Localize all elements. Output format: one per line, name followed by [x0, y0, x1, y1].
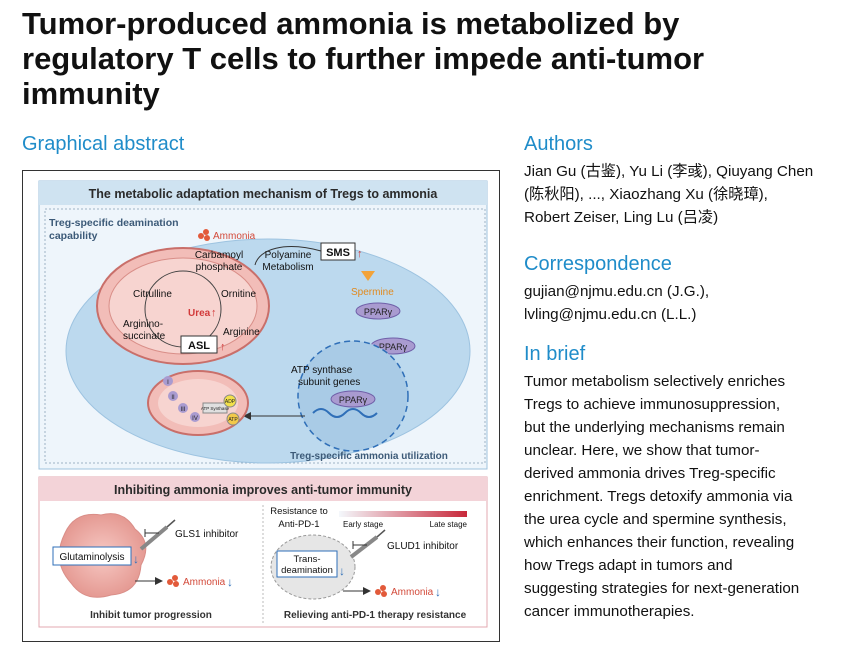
authors-list: Jian Gu (古鉴), Yu Li (李彧), Qiuyang Chen (…	[524, 160, 844, 229]
title-line: Tumor-produced ammonia is metabolized by	[22, 6, 680, 41]
ammonia-label: Ammonia	[183, 577, 226, 588]
early-stage-label: Early stage	[343, 520, 384, 529]
top-banner	[39, 181, 487, 205]
in-brief-line: cancer immunotherapies.	[524, 603, 695, 620]
complex-ii-label: II	[171, 395, 175, 401]
urea-label: Urea	[188, 308, 211, 319]
authors-line: (陈秋阳), ..., Xiaozhang Xu (徐晓璋),	[524, 186, 768, 203]
in-brief-line: Tumor metabolism selectively enriches	[524, 373, 786, 390]
top-banner-text: The metabolic adaptation mechanism of Tr…	[89, 187, 439, 201]
atp-synthase-complex-label: ATP Synthase	[201, 406, 230, 411]
citrulline-label: Citrulline	[133, 289, 172, 300]
atp-synthase-label: subunit genes	[298, 377, 360, 388]
asl-label: ASL	[188, 340, 210, 352]
transdeamination-label: Trans-	[293, 554, 320, 565]
glutaminolysis-label: Glutaminolysis	[59, 552, 124, 563]
ppar-label: PPARγ	[339, 395, 368, 405]
in-brief-line: Tregs to achieve immunosuppression,	[524, 396, 781, 413]
glud1-inhibitor-label: GLUD1 inhibitor	[387, 541, 459, 552]
blue-down-arrow-icon: ↓	[435, 585, 441, 599]
transdeamination-label: deamination	[281, 565, 333, 576]
utilization-label: Treg-specific ammonia utilization	[290, 451, 448, 462]
deamination-label: capability	[49, 230, 98, 242]
ornitine-label: Ornitine	[221, 289, 256, 300]
late-stage-label: Late stage	[430, 520, 468, 529]
ppar-receptor	[355, 302, 401, 320]
polyamine-label: Polyamine	[265, 250, 312, 261]
in-brief-line: the urea cycle and spermine synthesis,	[524, 511, 787, 528]
authors-line: Jian Gu (古鉴), Yu Li (李彧), Qiuyang Chen	[524, 163, 814, 180]
blue-down-arrow-icon: ↓	[339, 564, 345, 578]
ammonia-icon	[375, 589, 381, 595]
graphical-abstract-heading: Graphical abstract	[22, 133, 185, 155]
atp-synthase-label: ATP synthase	[291, 365, 353, 376]
red-up-arrow-icon: ↑	[220, 341, 226, 353]
authors-line: Robert Zeiser, Ling Lu (吕凌)	[524, 209, 719, 226]
correspondence-emails: gujian@njmu.edu.cn (J.G.), lvling@njmu.e…	[524, 280, 844, 326]
complex-i-label: I	[167, 380, 169, 386]
stage-gradient-bar	[339, 511, 467, 517]
in-brief-line: unclear. Here, we show that tumor-	[524, 442, 760, 459]
in-brief-text: Tumor metabolism selectively enriches Tr…	[524, 370, 844, 623]
ppar-label: PPARγ	[364, 307, 393, 317]
sms-box	[320, 242, 356, 261]
in-brief-line: but the underlying mechanisms remain	[524, 419, 785, 436]
atp-label: ATP	[228, 417, 238, 423]
ammonia-icon	[167, 579, 173, 585]
adp-icon	[223, 394, 237, 408]
gls1-inhibitor-label: GLS1 inhibitor	[175, 529, 239, 540]
blue-down-arrow-icon: ↓	[227, 575, 233, 589]
complex-iv-label: IV	[192, 416, 198, 422]
title-line: immunity	[22, 76, 160, 111]
graphical-abstract-figure: The metabolic adaptation mechanism of Tr…	[22, 170, 500, 642]
complex-iii-label: III	[180, 407, 185, 413]
blue-down-arrow-icon: ↓	[133, 552, 139, 566]
correspondence-heading: Correspondence	[524, 253, 672, 275]
relieving-label: Relieving anti-PD-1 therapy resistance	[284, 610, 467, 621]
paper-title: Tumor-produced ammonia is metabolized by…	[22, 6, 822, 111]
in-brief-line: how Tregs adapt in tumors and	[524, 557, 733, 574]
email-link[interactable]: lvling@njmu.edu.cn (L.L.)	[524, 306, 697, 323]
syringe-icon	[139, 525, 169, 551]
arginino-label: succinate	[123, 331, 166, 342]
ammonia-icon	[198, 233, 204, 239]
arginino-label: Arginino-	[123, 319, 163, 330]
in-brief-line: enrichment. Tregs detoxify ammonia via	[524, 488, 793, 505]
spermine-label: Spermine	[351, 287, 394, 298]
in-brief-heading: In brief	[524, 343, 586, 365]
inhibit-tumor-label: Inhibit tumor progression	[90, 610, 212, 621]
spermine-icon	[361, 271, 375, 281]
title-line: regulatory T cells to further impede ant…	[22, 41, 705, 76]
atp-synthase-complex	[202, 402, 228, 414]
asl-box	[180, 335, 218, 354]
bottom-banner	[39, 477, 487, 501]
in-brief-line: which enhances their function, revealing	[524, 534, 795, 551]
sms-label: SMS	[326, 247, 350, 259]
syringe-icon	[349, 535, 379, 559]
transdeamination-box	[276, 550, 338, 578]
adp-label: ADP	[225, 399, 236, 405]
resistance-label: Resistance to	[270, 506, 328, 517]
glutaminolysis-box	[52, 546, 132, 566]
in-brief-line: derived ammonia drives Treg-specific	[524, 465, 776, 482]
carbamoyl-label: phosphate	[196, 262, 243, 273]
resistance-label: Anti-PD-1	[278, 519, 319, 530]
deamination-label: Treg-specific deamination	[49, 217, 179, 229]
red-up-arrow-icon: ↑	[357, 248, 363, 260]
authors-heading: Authors	[524, 133, 593, 155]
ammonia-label: Ammonia	[391, 587, 434, 598]
atp-icon	[226, 412, 240, 426]
arginine-label: Arginine	[223, 327, 260, 338]
graphical-abstract-svg: The metabolic adaptation mechanism of Tr…	[38, 180, 488, 628]
email-link[interactable]: gujian@njmu.edu.cn (J.G.),	[524, 283, 710, 300]
in-brief-line: suggesting strategies for next-generatio…	[524, 580, 800, 597]
bottom-banner-text: Inhibiting ammonia improves anti-tumor i…	[114, 483, 412, 497]
ppar-label: PPARγ	[379, 342, 408, 352]
ammonia-label: Ammonia	[213, 231, 256, 242]
polyamine-label: Metabolism	[262, 262, 313, 273]
red-up-arrow-icon: ↑	[211, 307, 217, 319]
ppar-receptor	[330, 390, 376, 408]
carbamoyl-label: Carbamoyl	[195, 250, 243, 261]
dna-icon	[312, 408, 378, 418]
